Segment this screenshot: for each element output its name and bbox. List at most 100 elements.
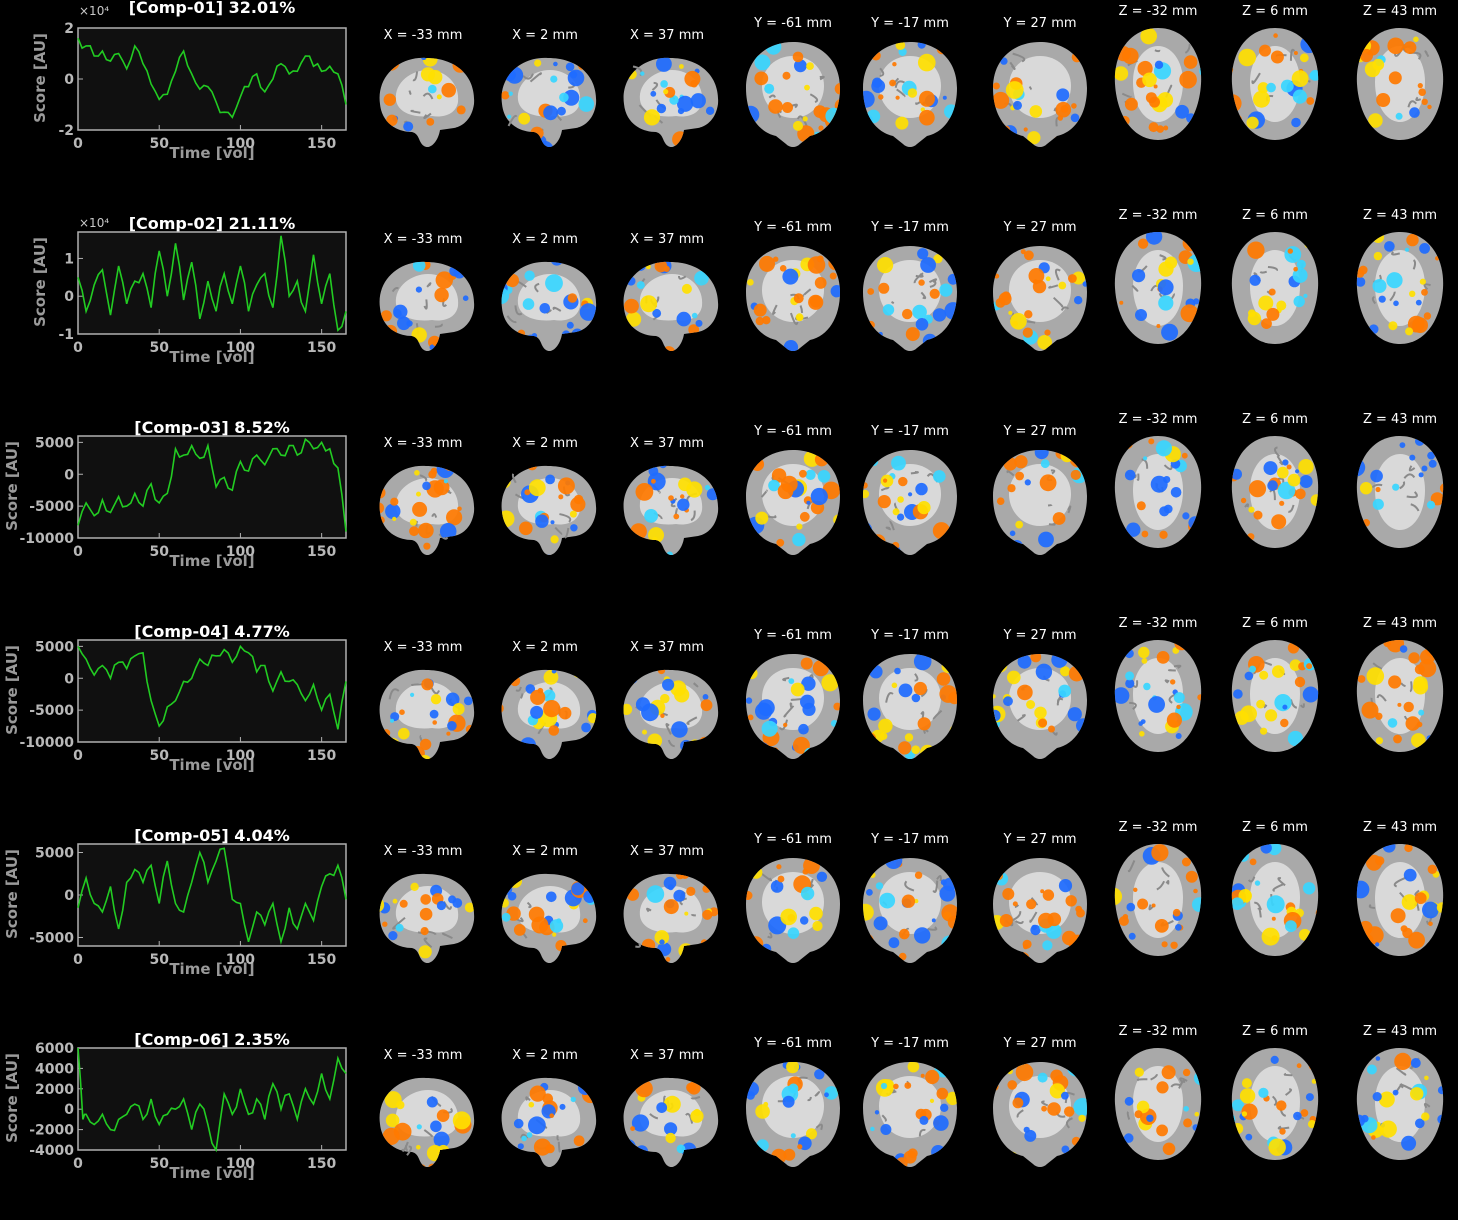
negative-activation xyxy=(455,1156,465,1166)
positive-activation xyxy=(1242,1078,1252,1088)
positive-activation xyxy=(905,733,913,741)
positive-activation xyxy=(1071,103,1077,109)
positive-activation xyxy=(812,921,822,931)
positive-activation xyxy=(1413,37,1419,43)
positive-activation xyxy=(857,530,869,542)
positive-activation xyxy=(672,131,688,147)
negative-activation xyxy=(941,879,947,885)
positive-activation xyxy=(878,719,892,733)
x-tick-label: 50 xyxy=(149,544,169,560)
negative-activation xyxy=(692,313,698,319)
negative-activation xyxy=(1418,710,1424,716)
negative-activation xyxy=(883,304,894,315)
negative-activation xyxy=(1111,940,1116,945)
positive-activation xyxy=(1149,97,1160,108)
positive-activation xyxy=(416,492,421,497)
positive-activation xyxy=(1122,48,1138,64)
negative-activation xyxy=(668,884,674,890)
negative-activation xyxy=(894,668,901,675)
positive-activation xyxy=(1271,514,1286,529)
negative-activation xyxy=(1373,499,1384,510)
positive-activation xyxy=(529,1102,535,1108)
positive-activation xyxy=(1195,309,1207,321)
brain-coronal-view xyxy=(855,1056,965,1168)
negative-activation xyxy=(560,1104,566,1110)
negative-activation xyxy=(869,665,882,678)
positive-activation xyxy=(702,885,710,893)
positive-activation xyxy=(395,139,402,146)
positive-activation xyxy=(1440,483,1450,493)
positive-activation xyxy=(419,945,432,958)
negative-activation xyxy=(1038,532,1054,548)
positive-activation xyxy=(1316,735,1323,742)
brain-axial-view xyxy=(1345,226,1455,352)
positive-activation xyxy=(434,288,448,302)
y-tick-label: 5000 xyxy=(35,435,74,451)
negative-activation xyxy=(1388,718,1398,728)
positive-activation xyxy=(453,1111,471,1129)
positive-activation xyxy=(1006,81,1024,99)
positive-activation xyxy=(1371,233,1377,239)
positive-activation xyxy=(1362,702,1379,719)
positive-activation xyxy=(518,113,530,125)
negative-activation xyxy=(1112,1059,1117,1064)
positive-activation xyxy=(626,888,639,901)
brain-axial-view xyxy=(1103,634,1213,760)
positive-activation xyxy=(867,321,875,329)
positive-activation xyxy=(624,299,639,314)
positive-activation xyxy=(1041,1106,1047,1112)
positive-activation xyxy=(409,526,419,536)
positive-activation xyxy=(1015,472,1024,481)
positive-activation xyxy=(1194,845,1210,861)
positive-activation xyxy=(501,91,509,99)
x-tick-label: 150 xyxy=(307,136,336,152)
positive-activation xyxy=(500,898,509,907)
negative-activation xyxy=(1194,120,1210,136)
brain-coronal-view xyxy=(738,648,848,760)
negative-activation xyxy=(447,721,457,731)
positive-activation xyxy=(704,871,714,881)
negative-activation xyxy=(677,312,692,327)
negative-activation xyxy=(817,872,827,882)
negative-activation xyxy=(1306,938,1321,953)
negative-activation xyxy=(507,115,511,119)
negative-activation xyxy=(880,1124,891,1135)
positive-activation xyxy=(630,747,646,763)
positive-activation xyxy=(833,514,844,525)
negative-activation xyxy=(791,1133,796,1138)
negative-activation xyxy=(671,721,688,738)
positive-activation xyxy=(546,1144,555,1153)
positive-activation xyxy=(679,64,684,69)
negative-activation xyxy=(1058,685,1071,698)
positive-activation xyxy=(1029,268,1045,284)
y-tick-label: 2000 xyxy=(35,1082,74,1098)
negative-activation xyxy=(570,524,577,531)
brain-axial-view xyxy=(1220,22,1330,148)
positive-activation xyxy=(800,512,810,522)
positive-activation xyxy=(668,495,674,501)
positive-activation xyxy=(992,694,996,698)
negative-activation xyxy=(1419,243,1430,254)
positive-activation xyxy=(1279,501,1284,506)
negative-activation xyxy=(1255,880,1260,885)
positive-activation xyxy=(565,947,582,964)
y-tick-label: 5000 xyxy=(35,846,74,862)
positive-activation xyxy=(867,288,874,295)
x-tick-label: 0 xyxy=(73,340,83,356)
negative-activation xyxy=(1294,296,1305,307)
positive-activation xyxy=(617,750,630,763)
positive-activation xyxy=(750,866,762,878)
positive-activation xyxy=(1026,899,1036,909)
negative-activation xyxy=(1071,114,1080,123)
positive-activation xyxy=(1424,312,1431,319)
positive-activation xyxy=(385,101,389,105)
positive-activation xyxy=(814,105,827,118)
positive-activation xyxy=(1157,651,1170,664)
negative-activation xyxy=(1375,942,1379,946)
positive-activation xyxy=(1348,435,1358,445)
positive-activation xyxy=(1253,91,1270,108)
positive-activation xyxy=(918,54,936,72)
positive-activation xyxy=(418,523,434,539)
positive-activation xyxy=(1376,93,1390,107)
